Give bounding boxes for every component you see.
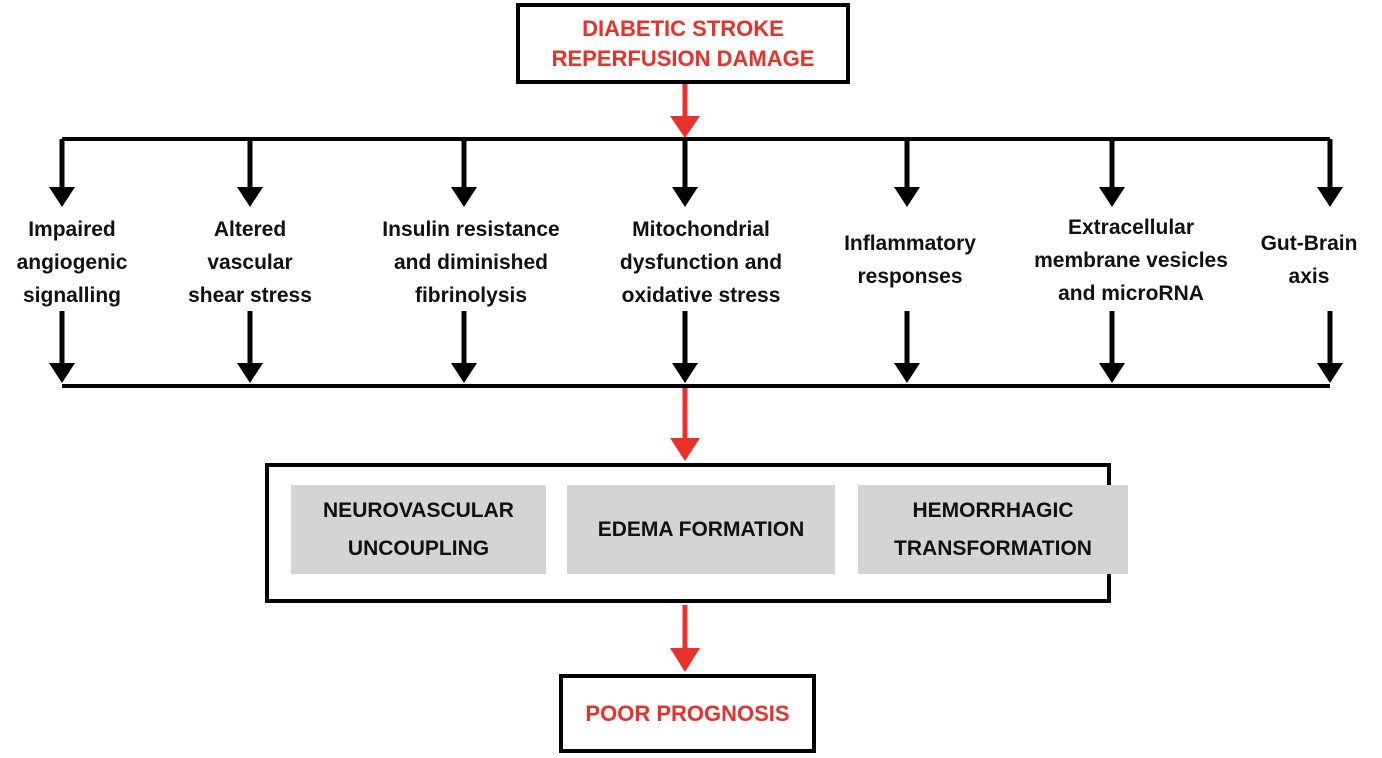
outcome-edema-formation: EDEMA FORMATION [567, 485, 835, 574]
arrow-to-factor-1 [49, 139, 75, 207]
top-box-line-2: REPERFUSION DAMAGE [551, 45, 815, 71]
factor-label-line: dysfunction and [619, 251, 783, 274]
arrow-from-factor-5 [894, 311, 920, 383]
outcome-neurovascular-uncoupling: NEUROVASCULAR UNCOUPLING [291, 485, 546, 574]
outcome-label-line: TRANSFORMATION [894, 536, 1092, 560]
arrow-from-factor-2 [237, 311, 263, 383]
factor-label-line: Extracellular [1067, 216, 1195, 239]
factor-impaired-angiogenic-signalling: Impaired angiogenic signalling [17, 213, 128, 312]
factor-label-line: oxidative stress [621, 284, 781, 307]
factor-label-line: Altered [213, 218, 287, 241]
arrow-from-factor-7 [1317, 311, 1343, 383]
factor-label-line: Gut-Brain [1260, 232, 1358, 255]
red-arrow-top [670, 84, 700, 138]
arrow-to-factor-5 [894, 139, 920, 207]
factor-label-line: and microRNA [1058, 282, 1204, 305]
arrow-to-factor-7 [1317, 139, 1343, 207]
factor-altered-vascular-shear-stress: Altered vascular shear stress [188, 213, 312, 312]
red-arrow-bottom [670, 605, 700, 672]
arrow-from-factor-3 [451, 311, 477, 383]
top-box-line-1: DIABETIC STROKE [582, 15, 784, 41]
factor-label-line: Insulin resistance [382, 218, 560, 241]
poor-prognosis-box: POOR PROGNOSIS [559, 674, 816, 753]
arrow-from-factor-6 [1099, 311, 1125, 383]
diabetic-stroke-box: DIABETIC STROKE REPERFUSION DAMAGE [516, 3, 850, 84]
factor-label-line: axis [1288, 265, 1330, 288]
arrow-from-factor-4 [672, 311, 698, 383]
outcome-label-line: UNCOUPLING [347, 536, 490, 560]
outcome-label-line: HEMORRHAGIC [912, 498, 1074, 522]
factor-arrows-top [49, 139, 1343, 207]
arrow-to-factor-3 [451, 139, 477, 207]
outcome-hemorrhagic-transformation: HEMORRHAGIC TRANSFORMATION [858, 485, 1128, 574]
factor-gut-brain-axis: Gut-Brain axis [1261, 227, 1358, 293]
factor-label-line: fibrinolysis [414, 284, 528, 307]
factor-extracellular-vesicles: Extracellular membrane vesicles and micr… [1034, 211, 1228, 310]
factor-label-line: Inflammatory [844, 232, 976, 255]
factor-label-line: Impaired [28, 218, 116, 241]
bottom-box-label: POOR PROGNOSIS [585, 700, 790, 726]
outcome-label-line: EDEMA FORMATION [597, 517, 805, 541]
factor-mitochondrial-dysfunction: Mitochondrial dysfunction and oxidative … [620, 213, 782, 312]
arrow-to-factor-4 [672, 139, 698, 207]
outcome-label-line: NEUROVASCULAR [323, 498, 514, 522]
factor-label-line: and diminished [393, 251, 548, 274]
red-arrow-middle [670, 388, 700, 461]
factor-label-line: responses [857, 265, 963, 288]
factor-insulin-resistance: Insulin resistance and diminished fibrin… [382, 213, 559, 312]
arrow-to-factor-2 [237, 139, 263, 207]
factor-inflammatory-responses: Inflammatory responses [844, 227, 976, 293]
factor-label-line: shear stress [188, 284, 312, 307]
factor-label-line: membrane vesicles [1034, 249, 1228, 272]
factor-arrows-bottom [49, 311, 1343, 383]
arrow-from-factor-1 [49, 311, 75, 383]
factor-label-line: Mitochondrial [632, 218, 770, 241]
arrow-to-factor-6 [1099, 139, 1125, 207]
factor-label-line: vascular [207, 251, 293, 274]
factor-label-line: signalling [22, 284, 122, 307]
factor-label-line: angiogenic [16, 251, 128, 274]
